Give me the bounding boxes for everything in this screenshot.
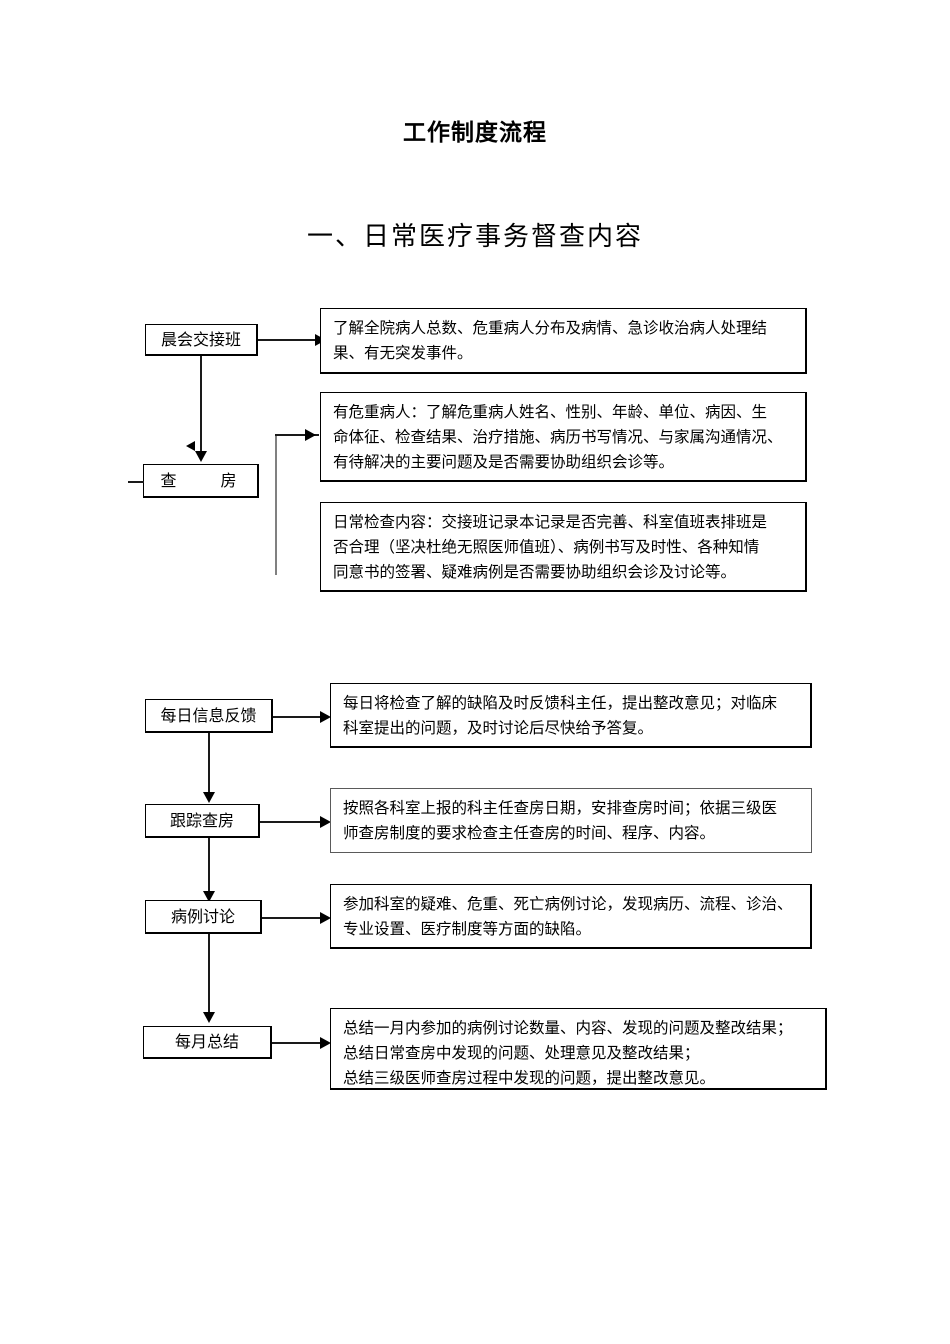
connector-daily-feedback-to-follow-up [208,733,210,797]
section-heading: 一、日常医疗事务督查内容 [306,222,643,252]
flow-node-follow-up-round[interactable]: 跟踪查房 [145,804,260,838]
connector-ward-round-to-box2 [275,434,319,436]
connector-handover-to-box1 [258,339,318,341]
connector-follow-up-to-case-discussion [208,838,210,896]
connector-case-discussion-to-box [262,917,323,919]
arrowhead-handover-to-ward-round [195,451,207,462]
flow-node-morning-handover[interactable]: 晨会交接班 [145,324,258,356]
textbox-line: 否合理（坚决杜绝无照医师值班）、病例书写及时性、各种知情 [333,538,760,556]
connector-daily-feedback-to-box [273,716,323,718]
flow-textbox-follow-up-round-content: 按照各科室上报的科主任查房日期，安排查房时间；依据三级医 师查房制度的要求检查主… [330,788,812,853]
arrowhead-ward-round-to-box2 [305,429,316,441]
textbox-line: 参加科室的疑难、危重、死亡病例讨论，发现病历、流程、诊治、 [343,895,793,913]
connector-follow-up-to-box [260,821,323,823]
flow-textbox-daily-inspection-content: 日常检查内容：交接班记录本记录是否完善、科室值班表排班是 否合理（坚决杜绝无照医… [320,502,807,592]
textbox-line: 了解全院病人总数、危重病人分布及病情、急诊收治病人处理结 [333,319,768,337]
textbox-line: 科室提出的问题，及时讨论后尽快给予答复。 [343,719,654,737]
flow-textbox-daily-feedback-content: 每日将检查了解的缺陷及时反馈科主任，提出整改意见；对临床 科室提出的问题，及时讨… [330,683,812,748]
arrowhead-artifact [186,441,195,451]
connector-case-discussion-to-monthly [208,934,210,1016]
textbox-line: 同意书的签署、疑难病例是否需要协助组织会诊及讨论等。 [333,563,737,581]
arrowhead-case-discussion-to-monthly [203,1012,215,1023]
textbox-line: 按照各科室上报的科主任查房日期，安排查房时间；依据三级医 [343,799,778,817]
arrowhead-case-discussion-to-box [320,912,331,924]
textbox-line: 总结日常查房中发现的问题、处理意见及整改结果； [343,1044,700,1062]
textbox-line: 日常检查内容：交接班记录本记录是否完善、科室值班表排班是 [333,513,768,531]
connector-ward-round-riser [275,434,277,575]
textbox-line: 总结一月内参加的病例讨论数量、内容、发现的问题及整改结果； [343,1019,793,1037]
textbox-line: 每日将检查了解的缺陷及时反馈科主任，提出整改意见；对临床 [343,694,778,712]
arrowhead-daily-feedback-to-box [320,711,331,723]
textbox-line: 有待解决的主要问题及是否需要协助组织会诊等。 [333,453,675,471]
arrowhead-follow-up-to-box [320,816,331,828]
connector-handover-to-ward-round [200,356,202,456]
textbox-line: 专业设置、医疗制度等方面的缺陷。 [343,920,592,938]
connector-monthly-to-box [272,1042,324,1044]
flow-node-ward-round[interactable]: 查 房 [143,464,259,498]
textbox-line: 命体征、检查结果、治疗措施、病历书写情况、与家属沟通情况、 [333,428,783,446]
textbox-line: 有危重病人：了解危重病人姓名、性别、年龄、单位、病因、生 [333,403,768,421]
page-title: 工作制度流程 [403,120,547,146]
flow-textbox-monthly-summary-content: 总结一月内参加的病例讨论数量、内容、发现的问题及整改结果； 总结日常查房中发现的… [330,1008,827,1090]
flow-textbox-case-discussion-content: 参加科室的疑难、危重、死亡病例讨论，发现病历、流程、诊治、 专业设置、医疗制度等… [330,884,812,949]
textbox-line: 总结三级医师查房过程中发现的问题，提出整改意见。 [343,1069,716,1087]
arrowhead-daily-feedback-to-follow-up [203,792,215,803]
flow-node-daily-feedback[interactable]: 每日信息反馈 [145,699,273,733]
textbox-line: 果、有无突发事件。 [333,344,473,362]
flow-node-case-discussion[interactable]: 病例讨论 [145,900,262,934]
arrowhead-follow-up-to-case-discussion [203,891,215,902]
connector-ward-round-left-stub [128,481,144,483]
flow-textbox-critical-patient-content: 有危重病人：了解危重病人姓名、性别、年龄、单位、病因、生 命体征、检查结果、治疗… [320,392,807,482]
textbox-line: 师查房制度的要求检查主任查房的时间、程序、内容。 [343,824,716,842]
flow-textbox-handover-content: 了解全院病人总数、危重病人分布及病情、急诊收治病人处理结 果、有无突发事件。 [320,308,807,374]
flow-node-monthly-summary[interactable]: 每月总结 [143,1026,272,1059]
arrowhead-monthly-to-box [320,1037,331,1049]
